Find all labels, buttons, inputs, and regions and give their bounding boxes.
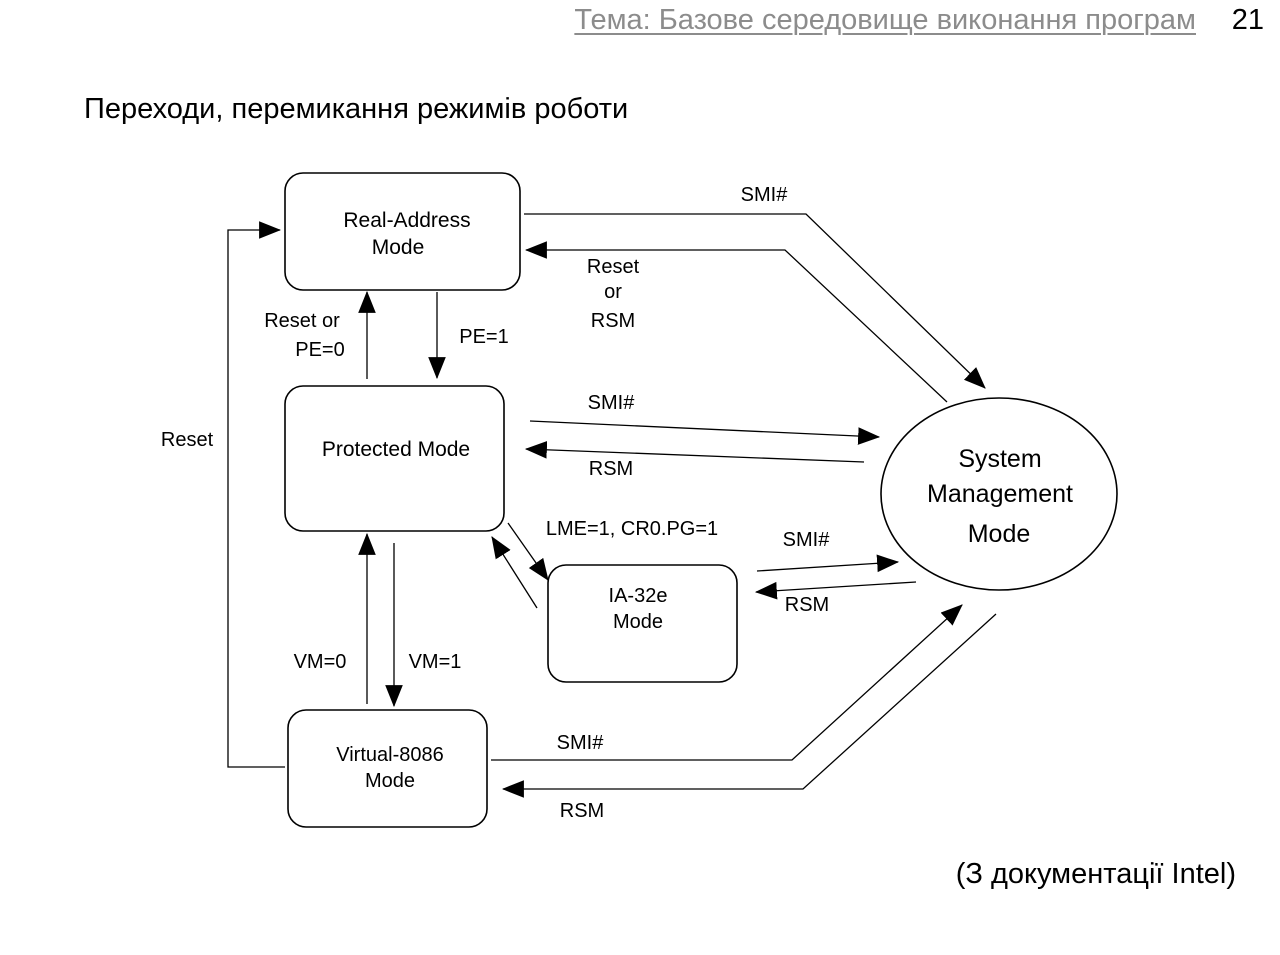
label-v86-smi: SMI# [557, 732, 605, 754]
slide-title: Переходи, перемикання режимів роботи [84, 93, 629, 125]
label-smm-real-line3: RSM [591, 310, 635, 332]
header-topic: Тема: Базове середовище виконання програ… [574, 4, 1196, 36]
node-real-address-mode: Real-Address Mode [284, 172, 521, 291]
label-real-protected: PE=1 [459, 326, 508, 348]
label-smm-real-line2: or [604, 281, 622, 303]
label-protected-smi: SMI# [588, 392, 636, 414]
label-protected-real-line1: Reset or [264, 310, 340, 332]
label-smm-real-line1: Reset [587, 256, 640, 278]
edge-ia32e-to-protected [491, 536, 538, 609]
edge-protected-to-smm [529, 420, 881, 445]
smm-label-line3: Mode [968, 520, 1031, 548]
node-system-management-mode: System Management Mode [880, 397, 1118, 591]
edge-smm-to-protected [524, 441, 865, 463]
source-note: (З документації Intel) [955, 858, 1236, 890]
label-protected-v86: VM=1 [409, 651, 462, 673]
label-smm-protected-rsm: RSM [589, 458, 633, 480]
label-ia32e-smi: SMI# [783, 529, 831, 551]
node-protected-mode: Protected Mode [284, 385, 505, 532]
label-protected-ia32e: LME=1, CR0.PG=1 [546, 518, 718, 540]
smm-label-line1: System [958, 445, 1041, 473]
edge-smm-to-real [524, 241, 948, 403]
edge-smm-to-v86 [501, 613, 997, 798]
label-protected-real-line2: PE=0 [295, 339, 344, 361]
ia32e-label-line1: IA-32e [609, 585, 668, 607]
node-ia32e-mode: IA-32e Mode [547, 564, 738, 683]
smm-label-line2: Management [927, 480, 1073, 508]
ia32e-label-line2: Mode [613, 611, 663, 633]
real-address-label-line1: Real-Address [343, 209, 470, 232]
real-address-label-line2: Mode [372, 236, 425, 259]
label-smm-v86-rsm: RSM [560, 800, 604, 822]
label-real-smi: SMI# [741, 184, 789, 206]
protected-mode-label: Protected Mode [322, 438, 470, 461]
label-smm-ia32e-rsm: RSM [785, 594, 829, 616]
label-v86-protected: VM=0 [294, 651, 347, 673]
node-virtual-8086-mode: Virtual-8086 Mode [287, 709, 488, 828]
edge-real-to-smm [524, 213, 986, 389]
virtual-8086-label-line1: Virtual-8086 [336, 744, 443, 766]
edge-reset-to-real [227, 221, 285, 768]
label-reset-loop: Reset [161, 429, 214, 451]
edge-v86-to-smm [491, 604, 963, 761]
page-number: 21 [1231, 4, 1264, 36]
edge-ia32e-to-smm [756, 554, 900, 573]
edge-smm-to-ia32e [754, 581, 917, 600]
edge-protected-to-ia32e [507, 522, 549, 581]
virtual-8086-label-line2: Mode [365, 770, 415, 792]
